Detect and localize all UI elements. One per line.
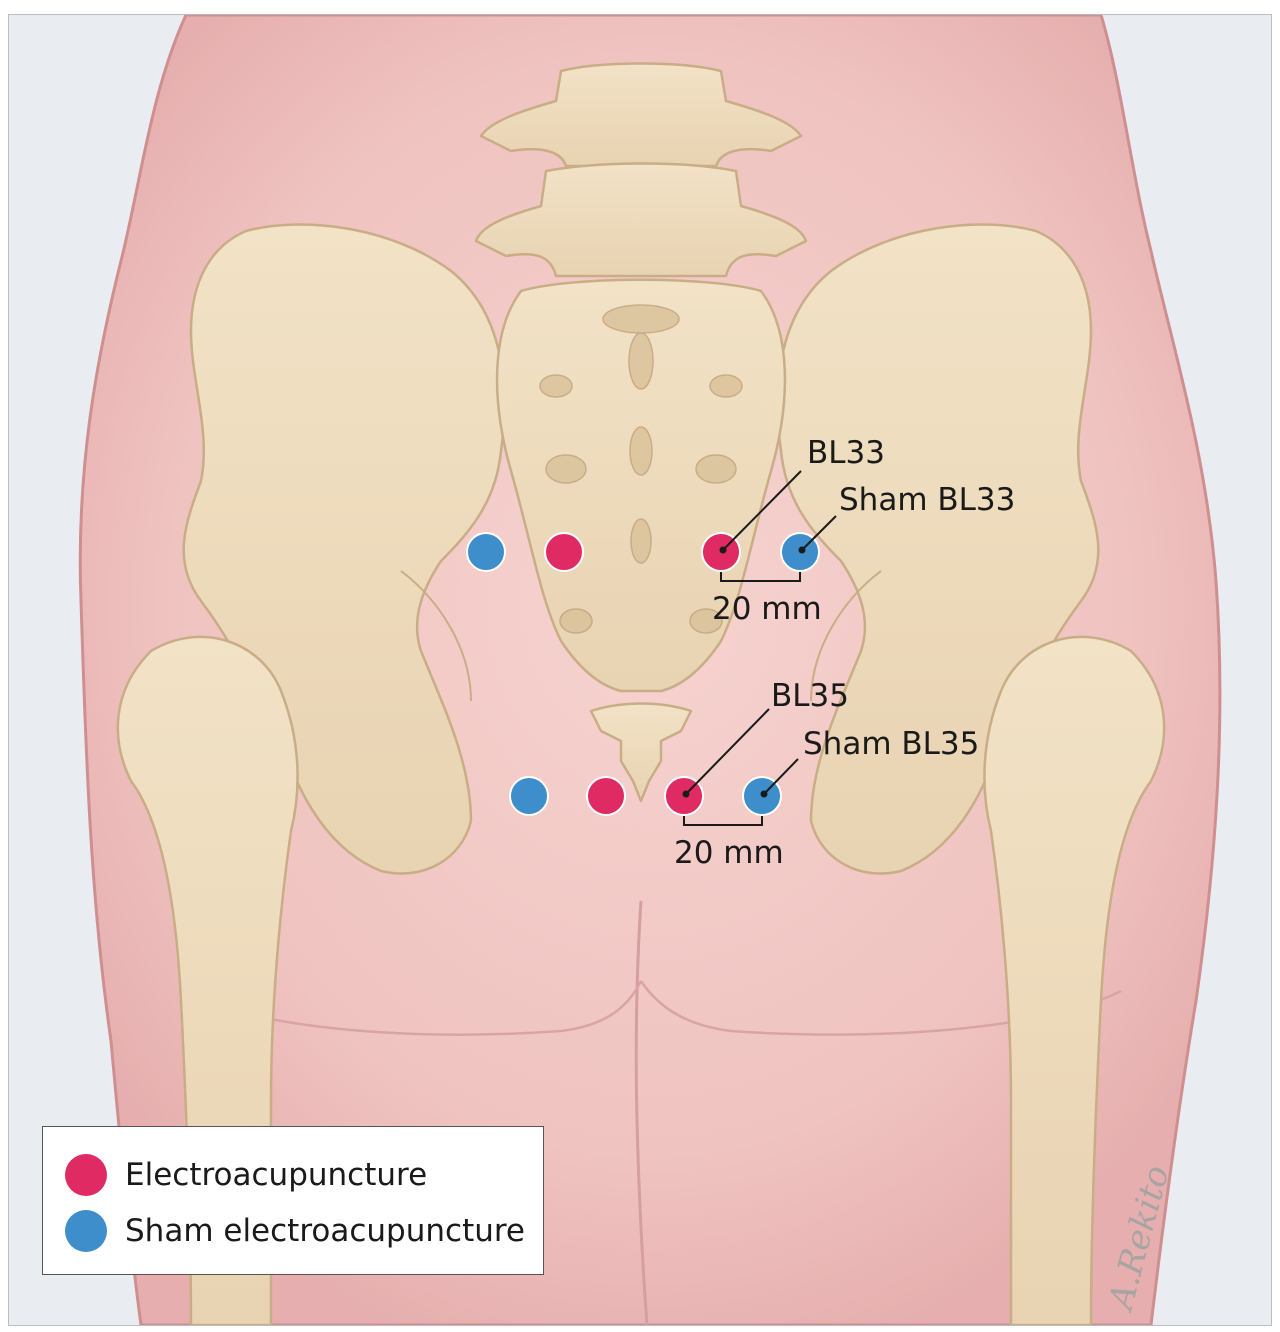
legend: Electroacupuncture Sham electroacupunctu… xyxy=(42,1126,544,1275)
legend-item-electroacupuncture: Electroacupuncture xyxy=(65,1151,427,1199)
right-femur xyxy=(983,635,1166,1325)
sham-point-bl33-left xyxy=(466,532,506,572)
leader-bl35 xyxy=(685,708,770,795)
illustration-frame: BL33 Sham BL33 20 mm BL35 Sham BL35 20 m… xyxy=(8,14,1272,1326)
label-sham-bl33: Sham BL33 xyxy=(839,482,1015,518)
label-bl35: BL35 xyxy=(771,678,849,714)
sacral-crest xyxy=(628,332,654,390)
label-distance-upper: 20 mm xyxy=(712,591,822,627)
leader-sham-bl35 xyxy=(763,758,799,795)
sacral-foramen xyxy=(539,374,573,398)
sacral-foramen xyxy=(695,454,737,484)
distance-bracket-lower xyxy=(683,816,763,826)
legend-label: Electroacupuncture xyxy=(125,1157,428,1193)
pelvis-illustration: BL33 Sham BL33 20 mm BL35 Sham BL35 20 m… xyxy=(78,15,1222,1325)
sacral-foramen xyxy=(689,608,723,634)
spinal-canal xyxy=(602,304,680,334)
bone-details xyxy=(539,304,743,634)
leader-lines xyxy=(683,470,837,826)
lumbar-vertebra-1 xyxy=(479,62,803,168)
bones xyxy=(116,62,1166,1325)
acupoints xyxy=(466,532,820,816)
legend-label: Sham electroacupuncture xyxy=(125,1213,526,1249)
sham-electroacupuncture-dot-icon xyxy=(65,1210,107,1252)
electroacupuncture-dot-icon xyxy=(65,1154,107,1196)
gluteal-cleft xyxy=(634,900,649,1325)
label-sham-bl35: Sham BL35 xyxy=(803,726,979,762)
point-bl33-left xyxy=(544,532,584,572)
right-obturator xyxy=(810,570,882,702)
sacral-crest xyxy=(630,518,652,564)
sacral-foramen xyxy=(545,454,587,484)
label-bl33: BL33 xyxy=(807,435,885,471)
sacral-crest xyxy=(629,426,653,476)
label-distance-lower: 20 mm xyxy=(674,835,784,871)
left-obturator xyxy=(400,570,472,702)
leader-bl33 xyxy=(722,470,802,551)
legend-item-sham-electroacupuncture: Sham electroacupuncture xyxy=(65,1207,525,1255)
sacral-foramen xyxy=(559,608,593,634)
point-bl35-left xyxy=(586,776,626,816)
leader-dots xyxy=(682,546,806,798)
coccyx xyxy=(589,702,693,803)
leader-sham-bl33 xyxy=(801,515,837,551)
distance-bracket-upper xyxy=(720,572,801,582)
sacral-foramen xyxy=(709,374,743,398)
sham-point-bl35-left xyxy=(509,776,549,816)
lumbar-vertebra-2 xyxy=(474,162,808,278)
